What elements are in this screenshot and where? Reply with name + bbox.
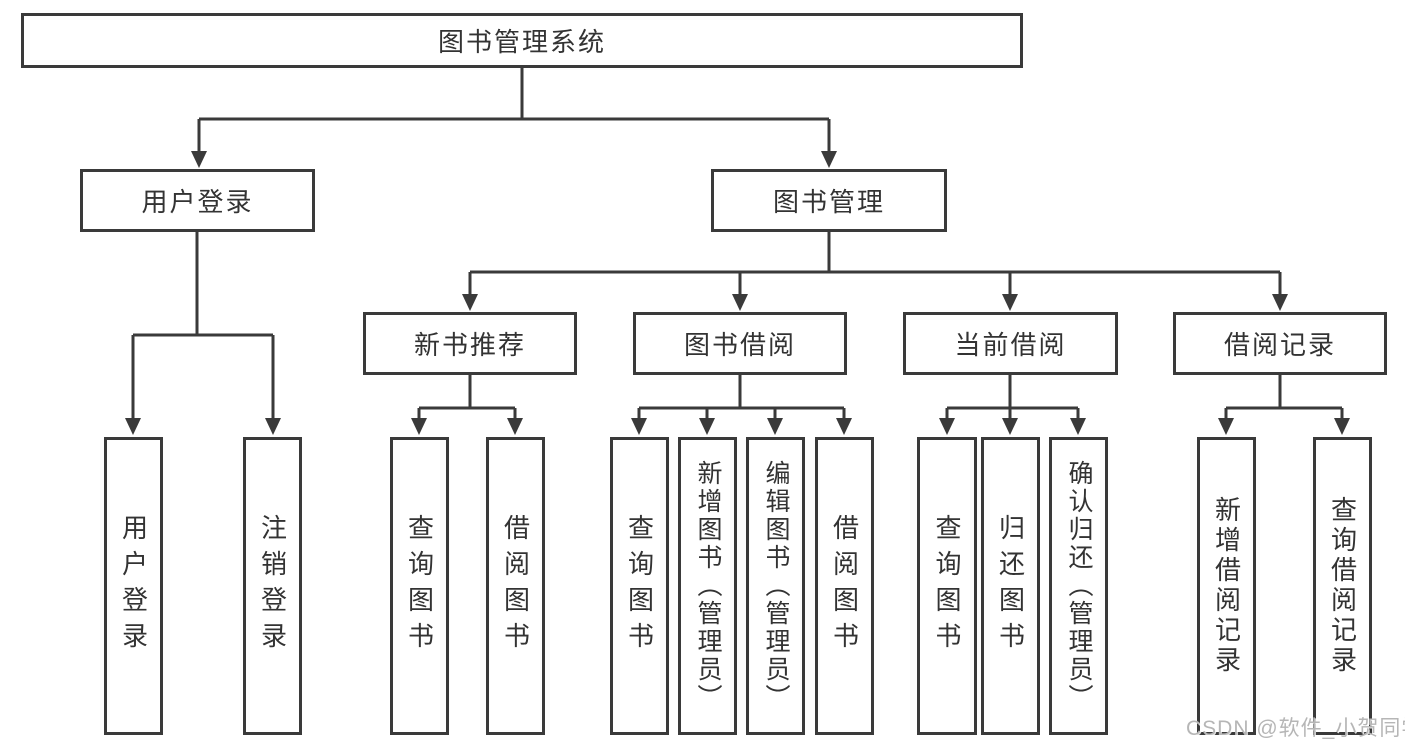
leaf-query-books-borrow: 查询图书 <box>610 437 669 735</box>
node-label: 编辑图书（管理员） <box>762 460 790 712</box>
leaf-logout-login: 注销登录 <box>243 437 302 735</box>
node-label: 查询图书 <box>404 514 435 658</box>
arrowhead <box>732 294 748 311</box>
arrowhead <box>1070 418 1086 435</box>
arrowhead <box>939 418 955 435</box>
leaf-confirm-return-admin: 确认归还（管理员） <box>1049 437 1108 735</box>
node-label: 确认归还（管理员） <box>1065 460 1093 712</box>
arrowhead <box>836 418 852 435</box>
node-book-borrow: 图书借阅 <box>633 312 847 375</box>
arrowhead <box>191 151 207 168</box>
node-label: 新书推荐 <box>413 330 526 360</box>
leaf-add-books-admin: 新增图书（管理员） <box>678 437 737 735</box>
csdn-watermark: CSDN @软件_小贺同学 <box>1186 717 1405 740</box>
arrowhead <box>767 418 783 435</box>
node-label: 当前借阅 <box>954 330 1067 360</box>
leaf-borrow-books: 借阅图书 <box>815 437 874 735</box>
node-label: 新增借阅记录 <box>1211 496 1242 676</box>
node-label: 用户登录 <box>141 187 254 217</box>
arrowhead <box>1334 418 1350 435</box>
node-label: 归还图书 <box>995 514 1026 658</box>
node-label: 借阅图书 <box>500 514 531 658</box>
leaf-borrow-books-recommend: 借阅图书 <box>486 437 545 735</box>
arrowhead <box>1002 418 1018 435</box>
arrowhead <box>411 418 427 435</box>
leaf-return-books: 归还图书 <box>981 437 1040 735</box>
leaf-add-borrow-record: 新增借阅记录 <box>1197 437 1256 735</box>
node-label: 图书管理 <box>772 187 885 217</box>
arrowhead <box>125 418 141 435</box>
arrowhead <box>1272 294 1288 311</box>
leaf-edit-books-admin: 编辑图书（管理员） <box>746 437 805 735</box>
node-root-system: 图书管理系统 <box>21 13 1023 68</box>
arrowhead <box>1002 294 1018 311</box>
arrowhead <box>1218 418 1234 435</box>
node-label: 新增图书（管理员） <box>694 460 722 712</box>
arrowhead <box>699 418 715 435</box>
node-label: 查询图书 <box>932 514 962 658</box>
arrowhead <box>631 418 647 435</box>
node-current-borrow: 当前借阅 <box>903 312 1118 375</box>
leaf-query-books-current: 查询图书 <box>917 437 977 735</box>
node-user-login: 用户登录 <box>80 169 315 232</box>
node-book-management: 图书管理 <box>711 169 947 232</box>
node-label: 借阅图书 <box>829 514 860 658</box>
node-label: 查询图书 <box>624 514 655 658</box>
leaf-query-borrow-record: 查询借阅记录 <box>1313 437 1372 735</box>
arrowhead <box>462 294 478 311</box>
node-label: 查询借阅记录 <box>1327 496 1358 676</box>
leaf-user-login: 用户登录 <box>104 437 163 735</box>
leaf-query-books-recommend: 查询图书 <box>390 437 449 735</box>
node-borrow-records: 借阅记录 <box>1173 312 1387 375</box>
node-new-book-recommend: 新书推荐 <box>363 312 577 375</box>
node-label: 注销登录 <box>257 514 288 658</box>
node-label: 图书管理系统 <box>437 27 606 57</box>
arrowhead <box>507 418 523 435</box>
node-label: 借阅记录 <box>1223 330 1336 360</box>
arrowhead <box>265 418 281 435</box>
node-label: 用户登录 <box>118 514 149 658</box>
node-label: 图书借阅 <box>683 330 796 360</box>
arrowhead <box>821 151 837 168</box>
